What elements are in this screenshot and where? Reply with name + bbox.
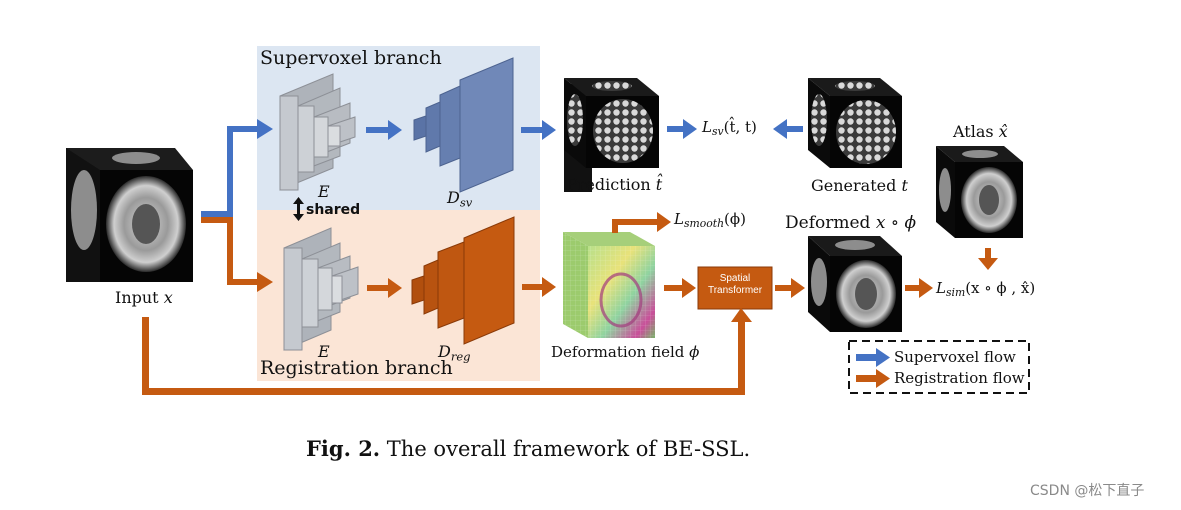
decoder-reg-label: Dreg (438, 342, 471, 364)
atlas-label: Atlas x̂ (953, 122, 1008, 141)
legend-supervoxel-arrow-icon (856, 348, 890, 367)
prediction-cube (564, 78, 659, 192)
generated-label: Generated t (811, 176, 908, 195)
deformation-field-label: Deformation field ϕ (551, 343, 700, 361)
shared-label: shared (306, 202, 361, 218)
encoder-label-bottom: E (318, 342, 330, 361)
atlas-cube (936, 146, 1023, 238)
encoder-registration (283, 227, 359, 351)
shared-double-arrow-icon (293, 197, 304, 221)
loss-smooth: Lsmooth(ϕ) (674, 210, 746, 231)
input-label: Input x (115, 288, 173, 307)
deformation-field-cube (563, 232, 655, 338)
encoder-label-top: E (318, 182, 330, 201)
supervoxel-branch-title: Supervoxel branch (260, 47, 442, 69)
legend-supervoxel-label: Supervoxel flow (894, 348, 1016, 366)
figure-caption: Fig. 2. The overall framework of BE-SSL. (306, 436, 751, 461)
input-cube (66, 148, 193, 282)
spatial-transformer-box (697, 266, 773, 310)
legend-registration-label: Registration flow (894, 369, 1025, 387)
deformed-cube (808, 236, 902, 332)
registration-branch-title: Registration branch (260, 357, 453, 379)
prediction-label: Prediction t̂ (567, 175, 663, 194)
loss-sv: Lsv(t̂, t) (702, 118, 757, 139)
legend-registration-arrow-icon (856, 369, 890, 388)
deformed-label: Deformed x ∘ ϕ (785, 213, 917, 233)
decoder-supervoxel (413, 57, 514, 193)
generated-cube (808, 78, 902, 168)
encoder-supervoxel (279, 73, 356, 191)
decoder-registration (411, 216, 515, 345)
decoder-sv-label: Dsv (447, 188, 473, 210)
supervoxel-flow-arrows (201, 119, 803, 217)
watermark: CSDN @松下直子 (1030, 483, 1145, 499)
loss-sim: Lsim(x ∘ ϕ , x̂) (936, 279, 1036, 300)
registration-flow-arrows (142, 212, 998, 395)
